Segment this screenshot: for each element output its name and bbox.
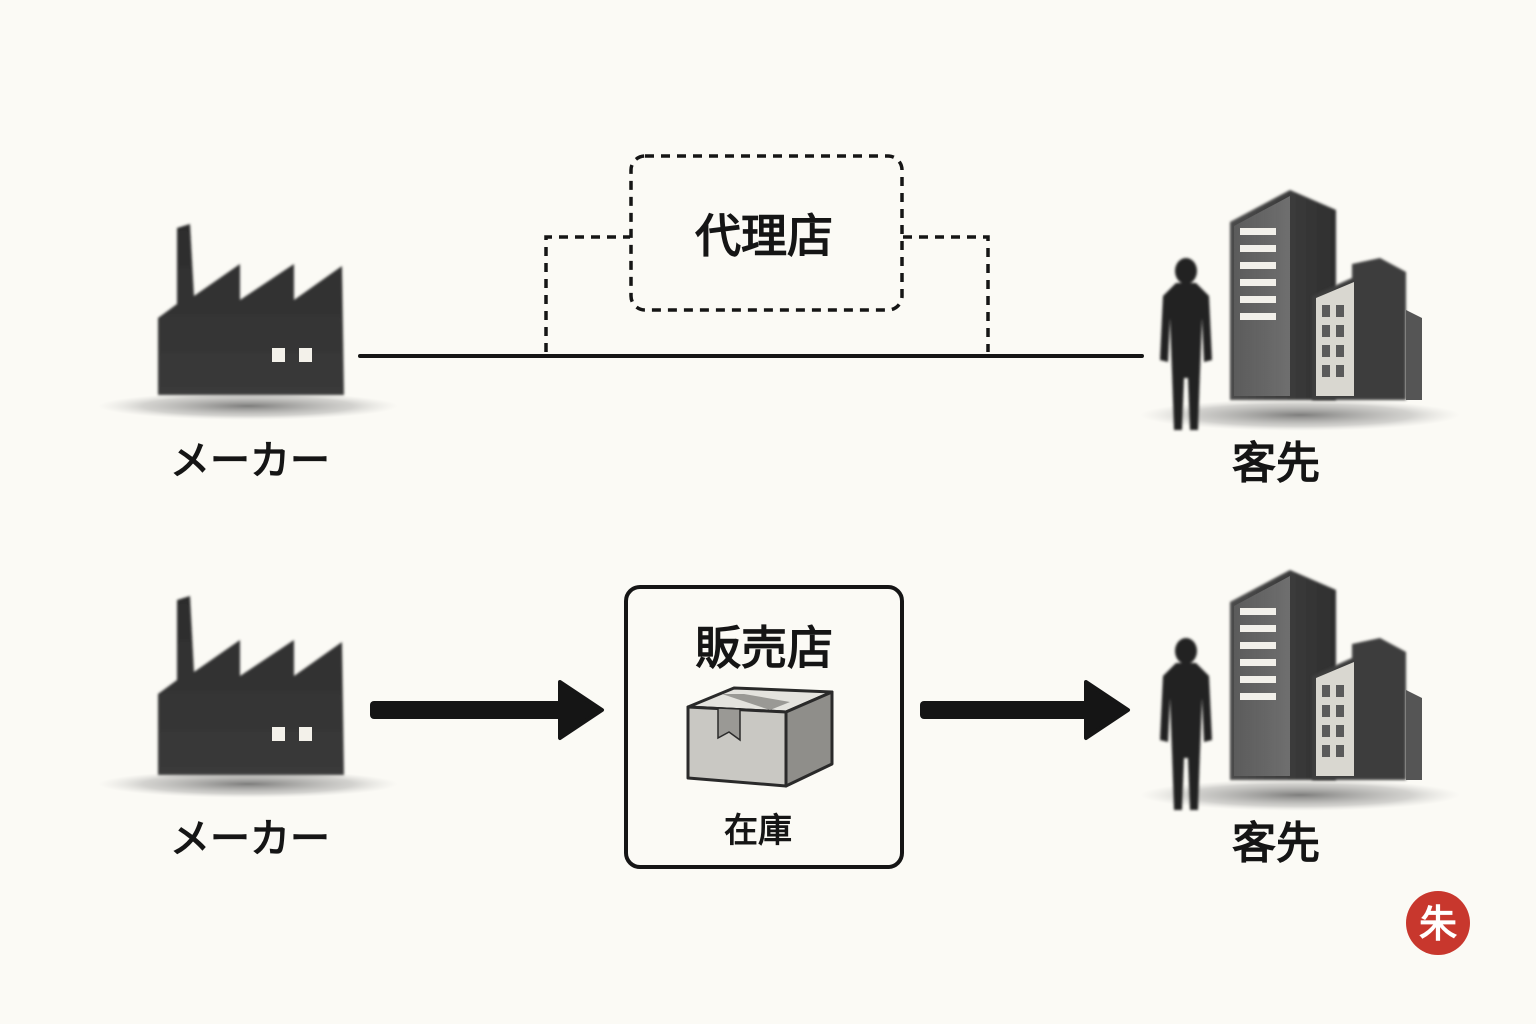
factory-silhouette [158,596,344,775]
bottom-maker-label: メーカー [170,815,330,862]
agent-bracket-left [544,235,630,352]
factory-silhouette [158,224,344,395]
seal-text: 朱 [1419,901,1457,946]
factory-window [299,727,312,741]
building-icon [1312,638,1422,780]
factory-window [299,348,312,362]
factory-window [272,727,285,741]
customer-icon [1140,190,1460,431]
top-maker-label: メーカー [170,437,330,484]
arrow-dealer-to-customer [920,680,1130,740]
building-icon [1230,570,1336,780]
inventory-label: 在庫 [724,811,792,851]
dealer-box [624,585,904,869]
ground-shadow [1140,779,1460,811]
factory-icon [98,596,398,798]
customer-icon [1140,570,1460,811]
ground-shadow [1140,399,1460,431]
seal-stamp: 朱 [1406,891,1470,955]
arrow-maker-to-dealer [370,680,604,740]
agent-box [629,154,904,312]
box-icon [686,686,834,788]
ground-shadow [98,392,398,420]
dealer-label: 販売店 [695,621,833,675]
bottom-customer-label: 客先 [1232,818,1320,869]
building-icon [1312,258,1422,400]
building-icon [1230,190,1336,400]
factory-window [272,348,285,362]
factory-icon [98,224,398,420]
ground-shadow [98,770,398,798]
person-icon [1160,258,1212,430]
person-icon [1160,638,1212,810]
agent-label: 代理店 [694,209,833,263]
agent-bracket-right [903,235,990,352]
top-customer-label: 客先 [1232,438,1320,489]
